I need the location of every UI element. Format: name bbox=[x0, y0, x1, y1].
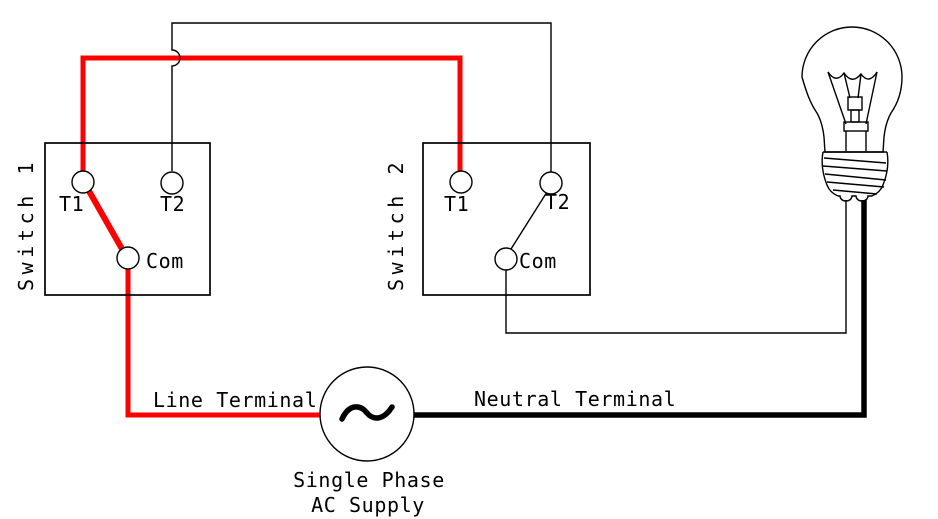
switch1-label: Switch 1 bbox=[14, 158, 38, 291]
line-terminal-label: Line Terminal bbox=[153, 388, 317, 412]
switch2-blade bbox=[510, 191, 548, 250]
switch1-group: Switch 1 T1 T2 Com bbox=[14, 142, 211, 296]
switch1-t1-label: T1 bbox=[59, 192, 84, 216]
bulb-base-contacts bbox=[838, 195, 872, 202]
switch1-box bbox=[44, 142, 211, 296]
bulb-filament bbox=[827, 71, 878, 80]
bulb-support-inner-left bbox=[843, 72, 851, 99]
bulb-stem-flare bbox=[843, 121, 869, 132]
switch2-terminal-t2 bbox=[539, 171, 563, 195]
switch2-t1-label: T1 bbox=[444, 192, 469, 216]
switch2-terminal-com bbox=[494, 247, 518, 271]
switch1-terminal-t1 bbox=[71, 170, 95, 194]
switch1-terminal-com bbox=[116, 246, 140, 270]
thread-line bbox=[826, 181, 885, 188]
wire-live-com-to-supply bbox=[125, 269, 320, 418]
bulb-support-inner-right bbox=[857, 73, 862, 99]
switch2-terminal-t1 bbox=[449, 170, 473, 194]
ac-supply-group: Line Terminal Neutral Terminal Single Ph… bbox=[153, 366, 676, 517]
wire-traveler-t2-to-t2 bbox=[171, 22, 552, 172]
sine-wave-icon bbox=[339, 404, 395, 422]
switch1-blade bbox=[86, 188, 125, 252]
thread-line bbox=[823, 157, 887, 164]
switch2-label: Switch 2 bbox=[384, 158, 408, 291]
switch2-com-label: Com bbox=[519, 249, 557, 273]
thread-line bbox=[824, 173, 887, 181]
wires bbox=[80, 22, 867, 418]
switch2-box bbox=[422, 142, 591, 296]
thread-line bbox=[822, 165, 888, 172]
switch1-t2-label: T2 bbox=[160, 192, 185, 216]
switch2-group: Switch 2 T1 T2 Com bbox=[384, 142, 591, 296]
switch1-com-label: Com bbox=[146, 249, 184, 273]
bulb-support-left bbox=[827, 71, 847, 125]
bulb-support-right bbox=[865, 71, 878, 125]
bulb-base-right bbox=[871, 151, 889, 197]
switch2-t2-label: T2 bbox=[545, 190, 570, 214]
bulb bbox=[801, 26, 903, 202]
bulb-base-left bbox=[821, 151, 839, 197]
wire-com2-to-bulb bbox=[505, 200, 847, 334]
supply-caption-line1: Single Phase bbox=[293, 468, 445, 492]
switch1-terminal-t2 bbox=[160, 171, 184, 195]
supply-caption-line2: AC Supply bbox=[311, 493, 425, 517]
thread-line bbox=[832, 189, 878, 195]
neutral-terminal-label: Neutral Terminal bbox=[474, 387, 676, 411]
bulb-glass bbox=[801, 26, 903, 153]
wire-neutral-supply-to-bulb bbox=[414, 200, 867, 418]
wire-live-t1-to-t1 bbox=[80, 55, 463, 171]
bulb-base-threads bbox=[822, 157, 888, 195]
